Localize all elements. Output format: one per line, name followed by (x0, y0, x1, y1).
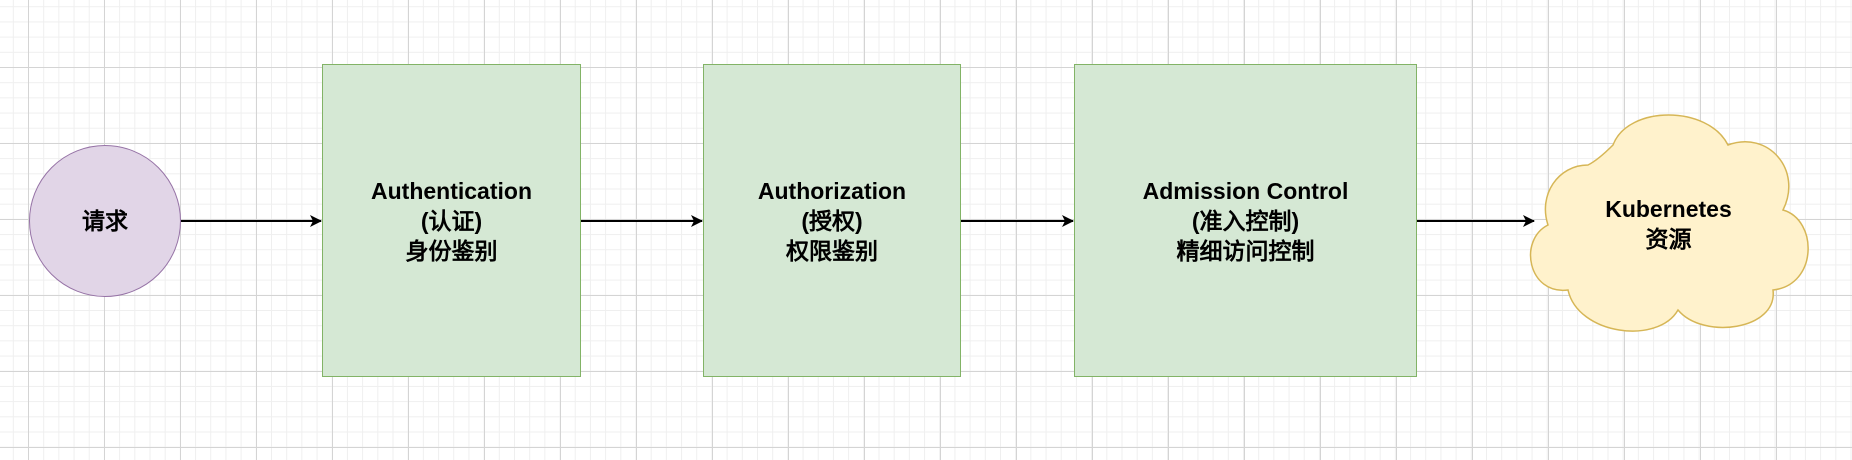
admission-description: 精细访问控制 (1176, 237, 1315, 264)
authorization-title: Authorization (757, 177, 907, 204)
admission-control-node[interactable]: Admission Control (准入控制) 精细访问控制 (1074, 64, 1417, 377)
authentication-description: 身份鉴别 (405, 237, 498, 264)
authentication-subtitle: (认证) (420, 207, 483, 234)
admission-subtitle: (准入控制) (1191, 207, 1300, 234)
kubernetes-cloud-shape (1529, 114, 1809, 332)
authorization-description: 权限鉴别 (785, 237, 878, 264)
authentication-title: Authentication (371, 177, 532, 204)
authorization-node[interactable]: Authorization (授权) 权限鉴别 (703, 64, 961, 377)
admission-title: Admission Control (1142, 177, 1349, 204)
kubernetes-title: Kubernetes (1605, 196, 1732, 222)
request-node[interactable]: 请求 (29, 145, 181, 297)
kubernetes-node[interactable]: Kubernetes 资源 (1521, 109, 1816, 339)
authorization-subtitle: (授权) (801, 207, 863, 234)
kubernetes-subtitle: 资源 (1645, 226, 1692, 252)
request-label: 请求 (82, 208, 128, 234)
authentication-node[interactable]: Authentication (认证) 身份鉴别 (322, 64, 581, 377)
